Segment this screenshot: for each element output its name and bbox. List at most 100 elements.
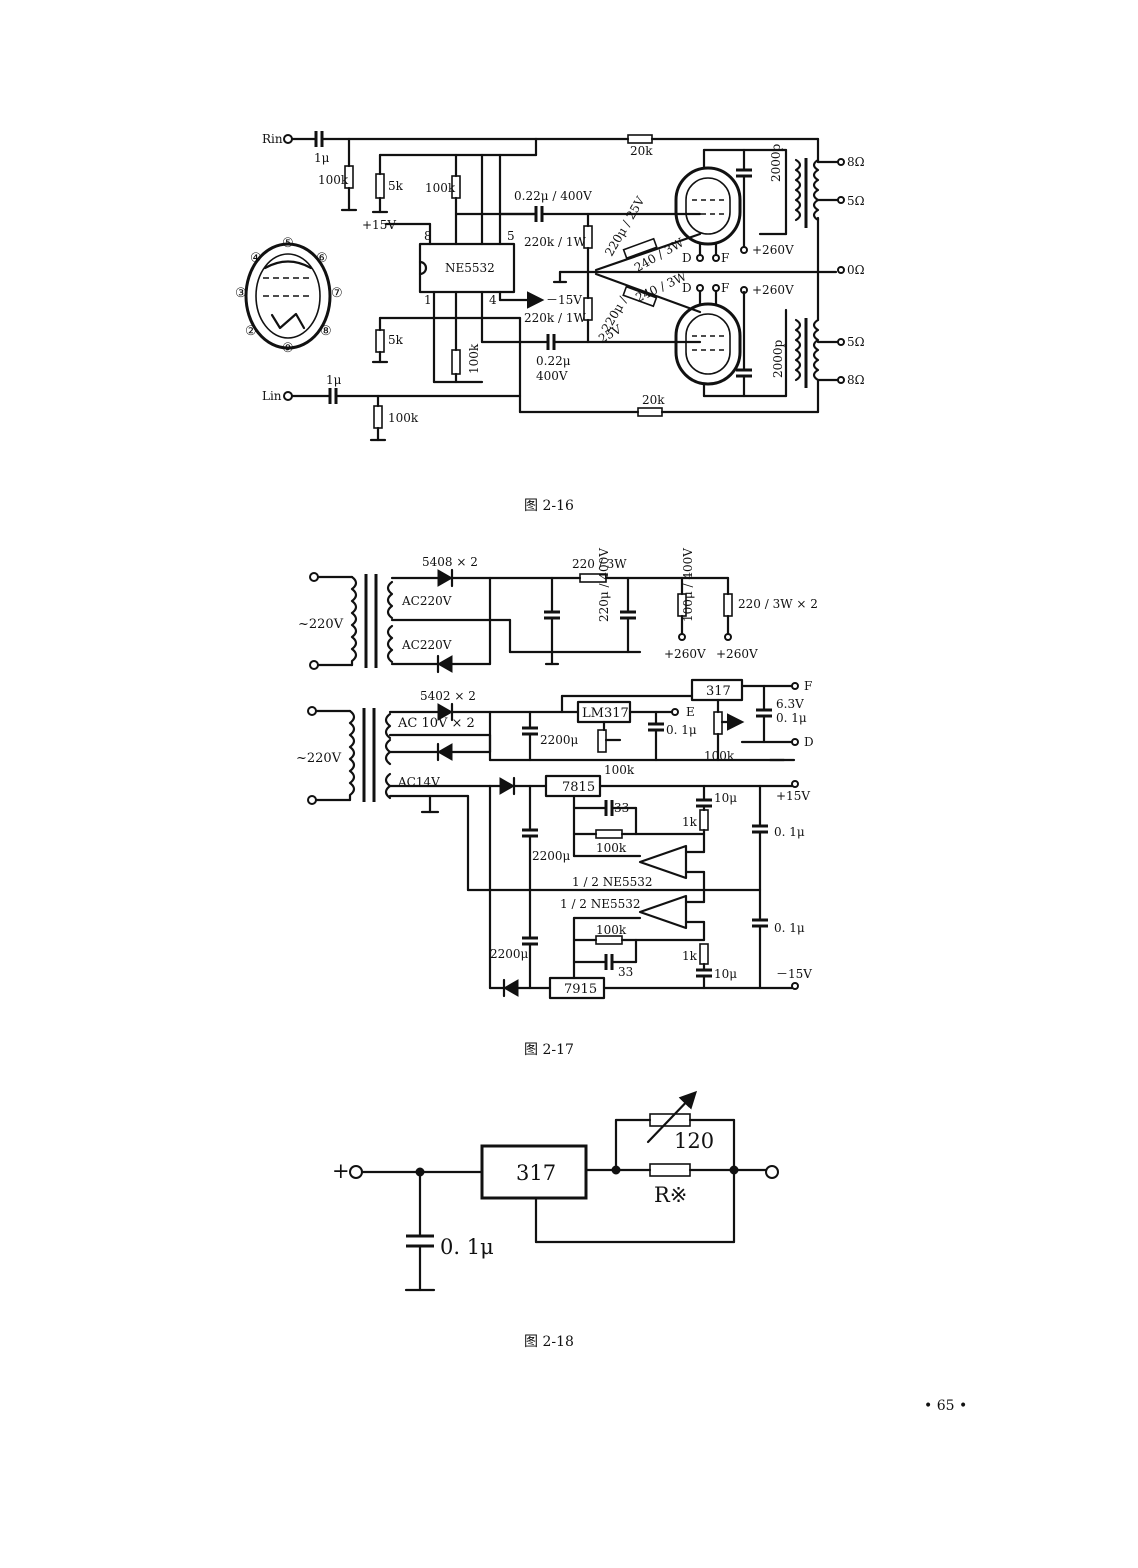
supply-label: +15V [776,789,810,803]
pin-label: ③ [235,286,247,301]
resistor-label: 5k [388,333,404,347]
resistor-label: 220k / 1W [524,311,586,325]
supply-label: －15V [776,967,812,981]
resistor-label: 220 / 3W [572,557,627,571]
figure-2-18: + 0. 1μ 317 120 R※ 图 2-18 [332,1090,779,1350]
lin-label: Lin [262,389,282,403]
cap-label: 2200μ [532,849,571,863]
supply-label: －15V [546,293,582,307]
pin-number: 8 [424,229,432,243]
pot-label: 100k [604,763,635,777]
resistor-label: 1k [682,949,698,963]
opamp-label: 1 / 2 NE5532 [560,897,641,911]
rin-label: Rin [262,132,283,146]
cap-label: 0. 1μ [666,723,697,737]
cap-label: 10μ [714,967,737,981]
pin-number: 1 [424,293,432,307]
ic-label: NE5532 [445,261,495,275]
cap-label: 2200μ [490,947,529,961]
heater-label: D [682,281,692,295]
output-label: 0Ω [847,263,865,277]
terminal-label: F [804,679,812,693]
pot-label: 100k [704,749,735,763]
regulator-label: 7915 [564,982,597,997]
resistor-label: 220 / 3W × 2 [738,597,818,611]
pin-label: ⑧ [320,324,332,339]
resistor-label: 240 / 3W [633,269,689,305]
mains-label: ~220V [296,751,342,766]
page-number: • 65 • [924,1398,967,1414]
figure-caption: 图 2-16 [524,498,574,514]
cap-label: 0. 1μ [440,1235,494,1259]
regulator-label: 317 [706,684,731,699]
cap-label: 2000p [769,143,783,182]
pin-number: 5 [507,229,515,243]
heater-label: D [682,251,692,265]
resistor-label: 20k [642,393,665,407]
resistor-rx [649,1163,691,1177]
winding-label: AC220V [401,638,452,652]
resistor-label: 100k [596,841,627,855]
resistor-label: 120 [674,1129,714,1153]
cap-label: 1μ [326,373,342,387]
plus-label: + [332,1159,350,1183]
regulator-label: 7815 [562,780,595,795]
pin-label: ⑥ [316,251,328,266]
figure-2-17: ~220V AC220V AC220V 5408 × 2 220μ / 400V… [296,548,818,1058]
resistor-label: 100k [388,411,419,425]
cap-label: 33 [618,965,633,979]
supply-label: +260V [752,243,794,257]
output-label: 5Ω [847,335,865,349]
resistor-label: 100k [467,343,481,374]
pin-label: ⑤ [282,236,294,251]
terminal-label: E [686,705,695,719]
opamp-top [638,844,688,880]
pin-number: 4 [489,293,497,307]
figure-caption: 图 2-18 [524,1334,574,1350]
pin-label: ⑦ [331,286,343,301]
diode-label: 5408 × 2 [422,555,478,569]
tube-bottom: D F [674,281,788,398]
output-label: 5Ω [847,194,865,208]
regulator-label: 317 [516,1161,556,1185]
cap-label: 100μ / 400V [681,548,695,622]
pin-label: ② [245,324,257,339]
cap-label: 400V [536,369,568,383]
heater-label: F [721,281,729,295]
resistor-label: 100k [425,181,456,195]
output-label: 8Ω [847,155,865,169]
resistor-label: 100k [318,173,349,187]
mains-label: ~220V [298,617,344,632]
cap-label: 1μ [314,151,330,165]
resistor-label: 1k [682,815,698,829]
cap-label: 0.22μ / 400V [514,189,592,203]
ne5532-ic [418,242,516,294]
diode-label: 5402 × 2 [420,689,476,703]
pin-label: ⑨ [282,341,294,356]
terminal-label: D [804,735,814,749]
resistor-label: 220k / 1W [524,235,586,249]
resistor-label: R※ [654,1183,687,1207]
heater-label: F [721,251,729,265]
regulator-317 [480,1144,588,1200]
cap-label: 0. 1μ [774,825,805,839]
regulator-label: LM317 [582,706,629,721]
cap-label: 220μ / 400V [597,548,611,622]
cap-label: 10μ [714,791,737,805]
cap-label: 0. 1μ [774,921,805,935]
opamp-bottom [638,894,688,930]
resistor-label: 20k [630,144,653,158]
tube-pinout: ④ ⑤ ⑥ ③ ⑦ ② ⑨ ⑧ [235,236,343,356]
supply-label: +260V [664,647,706,661]
supply-label: +260V [716,647,758,661]
supply-label: +15V [362,218,396,232]
resistor-label: 5k [388,179,404,193]
cap-label: 0.22μ [536,354,571,368]
pin-label: ④ [250,251,262,266]
cap-label: 33 [614,801,629,815]
winding-label: AC 10V × 2 [397,716,475,731]
resistor-label: 100k [596,923,627,937]
cap-label: 2000p [771,339,785,378]
opamp-label: 1 / 2 NE5532 [572,875,653,889]
